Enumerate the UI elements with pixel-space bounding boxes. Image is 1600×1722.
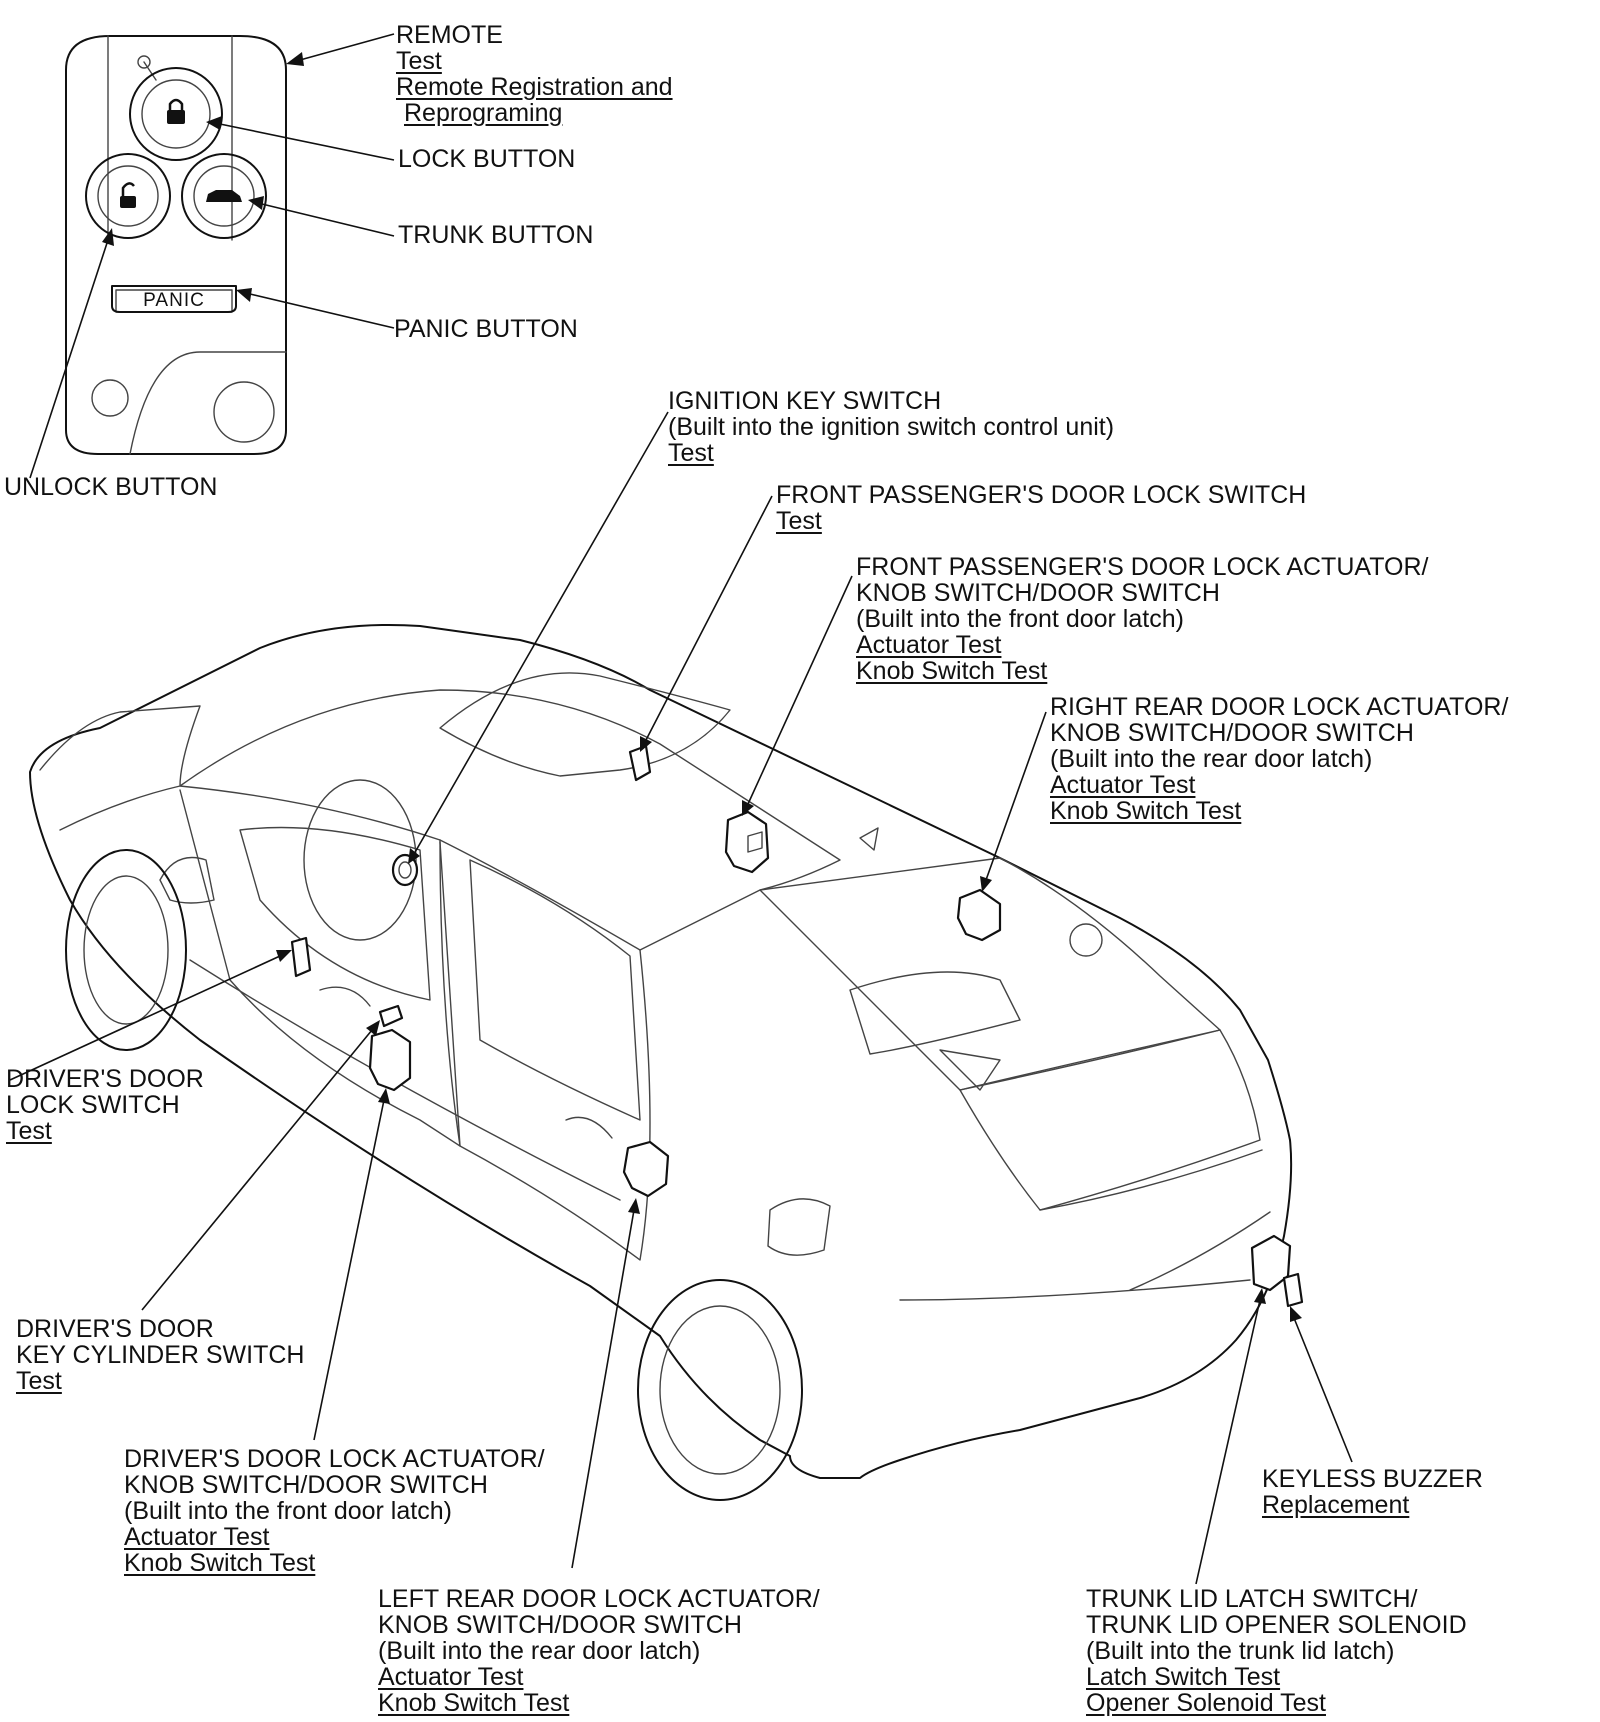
keyless-buzzer-replacement-link[interactable]: Replacement: [1262, 1491, 1410, 1519]
panic-button-label: PANIC BUTTON: [394, 315, 578, 343]
driver-key-cylinder-part[interactable]: [378, 1004, 404, 1028]
car-outline: [29, 623, 1293, 1501]
front-passenger-actuator-label: FRONT PASSENGER'S DOOR LOCK ACTUATOR/ KN…: [856, 553, 1429, 685]
ignition-test-link[interactable]: Test: [668, 439, 714, 467]
front-passenger-actuator-test-link[interactable]: Actuator Test: [856, 631, 1002, 659]
right-rear-actuator-part[interactable]: [956, 888, 1002, 942]
panic-button[interactable]: PANIC: [111, 285, 237, 313]
right-rear-actuator-test-link[interactable]: Actuator Test: [1050, 771, 1196, 799]
unlock-button-label: UNLOCK BUTTON: [4, 473, 218, 501]
driver-key-cylinder-label: DRIVER'S DOOR KEY CYLINDER SWITCH Test: [16, 1315, 305, 1395]
remote-test-link[interactable]: Test: [396, 47, 442, 75]
driver-actuator-part[interactable]: [368, 1028, 412, 1092]
keyless-buzzer-part[interactable]: [1282, 1272, 1304, 1308]
keyless-buzzer-label: KEYLESS BUZZER Replacement: [1262, 1465, 1483, 1519]
left-rear-actuator-label: LEFT REAR DOOR LOCK ACTUATOR/ KNOB SWITC…: [378, 1585, 820, 1717]
remote-reprogramming-link[interactable]: Reprograming: [404, 99, 563, 127]
front-passenger-actuator-part[interactable]: [724, 810, 770, 874]
left-rear-actuator-part[interactable]: [622, 1140, 670, 1198]
driver-actuator-label: DRIVER'S DOOR LOCK ACTUATOR/ KNOB SWITCH…: [124, 1445, 545, 1577]
remote-fob: [65, 35, 287, 455]
lock-button-label: LOCK BUTTON: [398, 145, 576, 173]
unlock-button[interactable]: [85, 153, 171, 239]
remote-registration-link[interactable]: Remote Registration and: [396, 73, 673, 101]
remote-label: REMOTE Test Remote Registration and Repr…: [396, 22, 673, 126]
remote-title: REMOTE: [396, 21, 503, 49]
driver-knob-switch-test-link[interactable]: Knob Switch Test: [124, 1549, 316, 1577]
driver-lock-switch-label: DRIVER'S DOOR LOCK SWITCH Test: [6, 1065, 204, 1145]
driver-lock-switch-part[interactable]: [290, 936, 312, 978]
trunk-button-label: TRUNK BUTTON: [398, 221, 594, 249]
front-passenger-lock-switch-test-link[interactable]: Test: [776, 507, 822, 535]
driver-lock-switch-test-link[interactable]: Test: [6, 1117, 52, 1145]
front-passenger-lock-switch-label: FRONT PASSENGER'S DOOR LOCK SWITCH Test: [776, 481, 1307, 535]
trunk-latch-switch-test-link[interactable]: Latch Switch Test: [1086, 1663, 1281, 1691]
lock-button[interactable]: [129, 67, 223, 161]
trunk-button[interactable]: [181, 153, 267, 239]
right-rear-actuator-label: RIGHT REAR DOOR LOCK ACTUATOR/ KNOB SWIT…: [1050, 693, 1509, 825]
front-passenger-knob-switch-test-link[interactable]: Knob Switch Test: [856, 657, 1048, 685]
ignition-key-switch-part[interactable]: [391, 853, 419, 887]
trunk-opener-solenoid-test-link[interactable]: Opener Solenoid Test: [1086, 1689, 1326, 1717]
trunk-latch-label: TRUNK LID LATCH SWITCH/ TRUNK LID OPENER…: [1086, 1585, 1467, 1717]
left-rear-actuator-test-link[interactable]: Actuator Test: [378, 1663, 524, 1691]
right-rear-knob-switch-test-link[interactable]: Knob Switch Test: [1050, 797, 1242, 825]
left-rear-knob-switch-test-link[interactable]: Knob Switch Test: [378, 1689, 570, 1717]
driver-actuator-test-link[interactable]: Actuator Test: [124, 1523, 270, 1551]
driver-key-cylinder-test-link[interactable]: Test: [16, 1367, 62, 1395]
leader-lines: [9, 33, 1353, 1585]
ignition-key-switch-label: IGNITION KEY SWITCH (Built into the igni…: [668, 387, 1115, 467]
panic-button-text: PANIC: [143, 290, 205, 311]
